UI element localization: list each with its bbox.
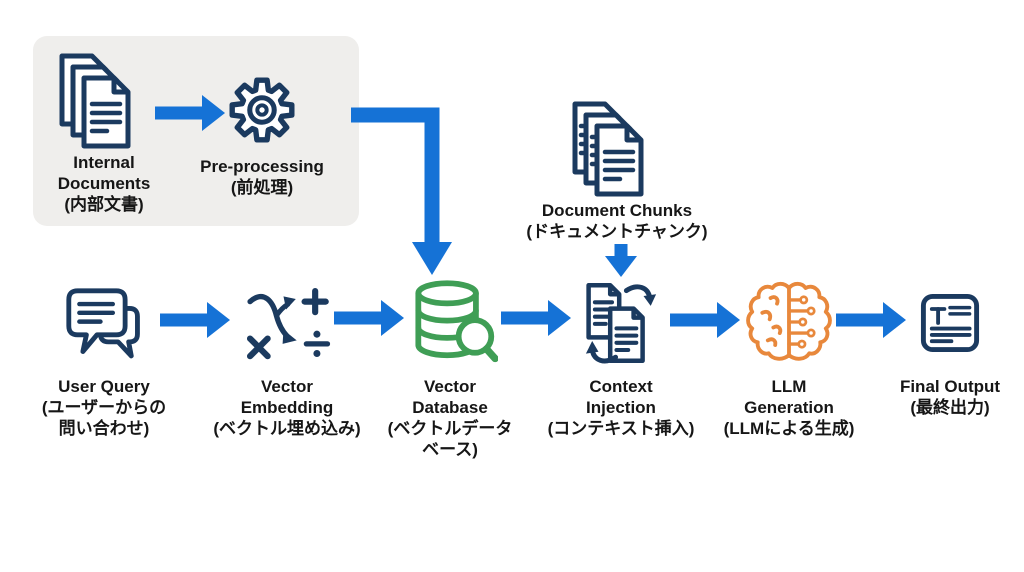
node-label: Final Output (最終出力) [899,377,1001,418]
node-label: Document Chunks (ドキュメントチャンク) [526,201,708,242]
node-label: Context Injection (コンテキスト挿入) [547,377,695,439]
arrow-vector-database-to-context-injection [501,300,571,336]
node-llm-generation: LLM Generation (LLMによる生成) [689,276,889,439]
gear-icon [229,77,295,143]
node-internal-documents: Internal Documents (内部文書) [34,50,174,215]
node-label: Internal Documents (内部文書) [57,153,151,215]
node-user-query: User Query (ユーザーからの 問い合わせ) [24,282,184,439]
arrow-document-chunks-to-context-injection [605,244,637,277]
node-label: Vector Embedding (ベクトル埋め込み) [213,377,361,439]
stacked-documents-dashed-icon [572,101,644,197]
node-vector-database: Vector Database (ベクトルデータ ベース) [365,276,535,460]
brain-circuit-icon [746,281,832,361]
node-pre-processing: Pre-processing (前処理) [192,74,332,198]
node-context-injection: Context Injection (コンテキスト挿入) [531,278,711,439]
node-label: Vector Database (ベクトルデータ ベース) [387,377,513,460]
arrow-vector-embedding-to-vector-database [334,300,404,336]
node-final-output: Final Output (最終出力) [860,288,1024,418]
arrow-user-query-to-vector-embedding [160,302,230,338]
chat-bubbles-icon [66,288,140,359]
arrow-llm-generation-to-final-output [836,302,906,338]
text-document-icon [920,293,980,353]
node-label: Pre-processing (前処理) [200,157,324,198]
stacked-documents-icon [59,53,131,149]
documents-sync-icon [585,282,657,364]
database-magnifier-icon [415,280,498,363]
node-label: LLM Generation (LLMによる生成) [723,377,855,439]
vector-math-arrows-icon [246,287,331,360]
node-vector-embedding: Vector Embedding (ベクトル埋め込み) [197,284,377,439]
arrow-internal-documents-to-pre-processing [155,95,225,131]
arrow-context-injection-to-llm-generation [670,302,740,338]
node-document-chunks: Document Chunks (ドキュメントチャンク) [512,98,722,242]
node-label: User Query (ユーザーからの 問い合わせ) [41,377,167,439]
arrow-pre-processing-to-vector-database [351,107,452,275]
